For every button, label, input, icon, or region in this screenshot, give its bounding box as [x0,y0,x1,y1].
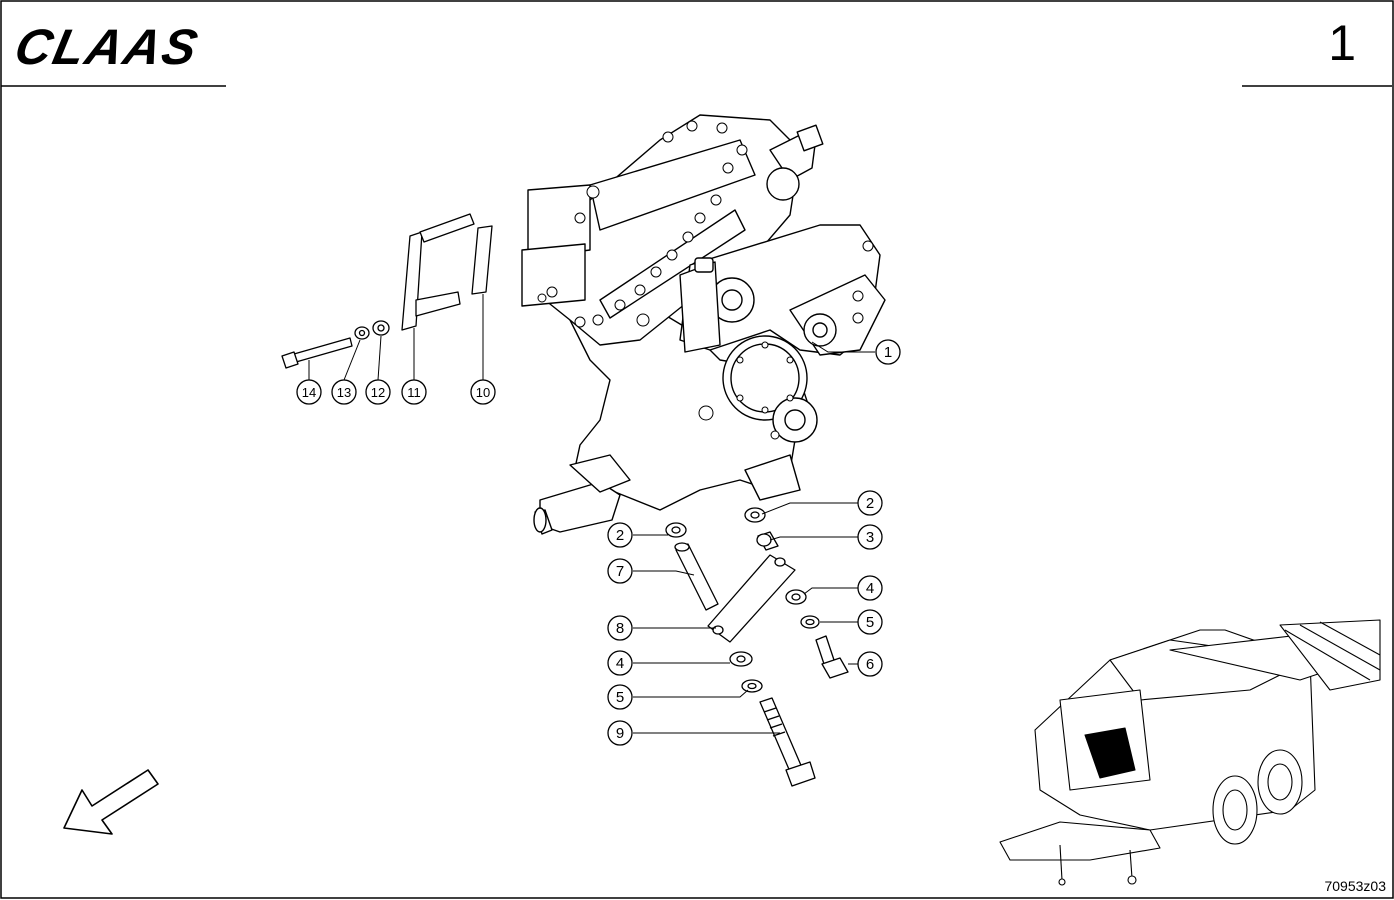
callout-circle [607,522,633,548]
callout-14: 14 [296,379,322,405]
callout-label: 5 [866,614,874,631]
callout-8: 8 [607,615,633,641]
callout-label: 5 [616,689,624,706]
callout-label: 7 [616,563,624,580]
callout-label: 4 [616,655,624,672]
callout-circle [331,379,357,405]
baler-overview-thumbnail [999,619,1381,886]
callout-circle [365,379,391,405]
callout-circle [857,575,883,601]
callout-circle [296,379,322,405]
callout-circle [607,720,633,746]
callout-label: 9 [616,725,624,742]
callout-circle [607,615,633,641]
callout-circle [607,650,633,676]
callout-circle [857,524,883,550]
callout-circle [857,609,883,635]
callout-11: 11 [401,379,427,405]
callout-4: 4 [607,650,633,676]
callout-circle [875,339,901,365]
callout-6: 6 [857,651,883,677]
callout-label: 10 [476,385,490,400]
callout-7: 7 [607,558,633,584]
callout-label: 1 [884,344,892,361]
callout-circle [401,379,427,405]
callout-1: 1 [875,339,901,365]
callout-3: 3 [857,524,883,550]
direction-arrow-icon [63,769,159,835]
callout-9: 9 [607,720,633,746]
callout-label: 3 [866,529,874,546]
callout-label: 11 [407,385,421,400]
callout-label: 2 [866,495,874,512]
callout-5: 5 [607,684,633,710]
callout-circle [470,379,496,405]
leader-lines [308,294,875,734]
callout-label: 8 [616,620,624,637]
linkage-parts [665,507,849,787]
callout-label: 12 [371,385,385,400]
callout-label: 6 [866,656,874,673]
callout-4: 4 [857,575,883,601]
callout-5: 5 [857,609,883,635]
callout-label: 14 [302,385,316,400]
page-number: 1 [1328,15,1356,71]
callout-label: 2 [616,527,624,544]
callout-circle [607,558,633,584]
drawing-reference: 70953z03 [1324,878,1386,894]
callout-circle [857,651,883,677]
callout-13: 13 [331,379,357,405]
callout-label: 4 [866,580,874,597]
callout-circle [857,490,883,516]
callout-2: 2 [607,522,633,548]
gearbox-bolts [537,120,874,440]
callout-10: 10 [470,379,496,405]
callout-2: 2 [857,490,883,516]
callout-12: 12 [365,379,391,405]
callout-label: 13 [337,385,351,400]
bracket-parts [281,213,493,369]
callout-circle [607,684,633,710]
